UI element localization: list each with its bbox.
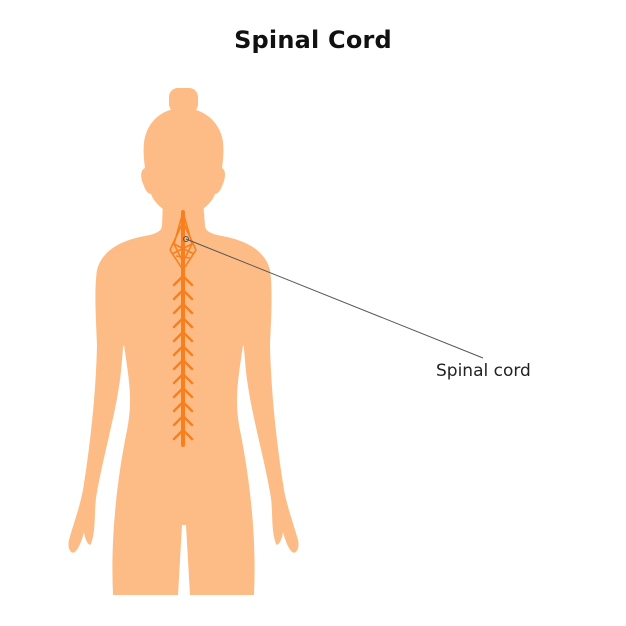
head: [141, 108, 225, 209]
spinal-cord-label: Spinal cord: [436, 361, 531, 381]
leader-line: [185, 238, 484, 359]
leader-line-anchor: [183, 236, 189, 242]
hair-bun: [169, 88, 198, 113]
diagram-title: Spinal Cord: [234, 26, 392, 54]
spinal-cord: [169, 210, 197, 447]
spinal-nerve-branches: [172, 274, 194, 441]
cervical-nerves: [169, 211, 197, 271]
